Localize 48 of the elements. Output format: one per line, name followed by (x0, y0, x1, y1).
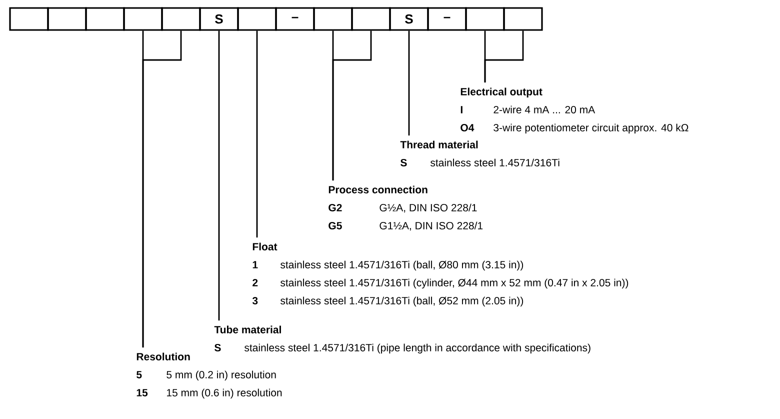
option-code: G5 (328, 222, 342, 230)
leader-line (256, 30, 258, 238)
section-heading: Tube material (214, 326, 281, 334)
leader-line (142, 30, 182, 348)
code-cell: S (199, 7, 239, 31)
option-code: 1 (252, 261, 258, 268)
option-code: 15 (136, 389, 148, 396)
option-description: 5 mm (0.2 in) resolution (166, 370, 276, 380)
leader-line (332, 30, 372, 180)
option-description: 3-wire potentiometer circuit approx. 40 kΩ (494, 124, 688, 134)
section-heading: Process connection (328, 186, 428, 194)
code-cell (123, 7, 163, 31)
code-cell: S (389, 7, 429, 31)
code-cell (503, 7, 543, 31)
option-code: G2 (328, 204, 342, 212)
code-cell (465, 7, 505, 31)
code-cell (9, 7, 49, 31)
option-description: stainless steel 1.4571/316Ti (ball, Ø52 mm (2.05 in)) (280, 296, 524, 306)
option-description: stainless steel 1.4571/316Ti (430, 158, 560, 166)
section-heading: Electrical output (460, 88, 542, 98)
option-code: 5 (136, 371, 142, 378)
option-code: S (400, 158, 407, 166)
code-cell: – (275, 7, 315, 31)
option-description: stainless steel 1.4571/316Ti (cylinder, Ø44 mm x 52 mm (0.47 in x 2.05 in)) (280, 278, 628, 288)
code-cell (47, 7, 87, 31)
option-description: stainless steel 1.4571/316Ti (ball, Ø80 mm (3.15 in)) (280, 260, 524, 270)
option-description: stainless steel 1.4571/316Ti (pipe length in accordance with specifications) (244, 344, 590, 354)
option-code: O4 (460, 124, 474, 132)
option-description: 15 mm (0.6 in) resolution (167, 388, 282, 398)
option-description: G1½A, DIN ISO 228/1 (380, 222, 483, 231)
leader-line (484, 30, 524, 82)
section-heading: Resolution (136, 352, 190, 360)
code-cell (85, 7, 125, 31)
option-code: 3 (252, 296, 258, 304)
code-cell: – (427, 7, 467, 31)
section-heading: Thread material (400, 140, 478, 148)
option-code: 2 (252, 278, 258, 286)
option-description: G½A, DIN ISO 228/1 (380, 204, 477, 213)
option-code: S (214, 344, 221, 352)
code-cell (351, 7, 391, 31)
option-code: I (460, 106, 462, 114)
leader-line (218, 30, 220, 320)
code-cell (161, 7, 201, 31)
section-heading: Float (252, 242, 278, 250)
code-cell (313, 7, 353, 31)
option-description: 2-wire 4 mA ... 20 mA (494, 106, 596, 114)
code-cell (237, 7, 277, 31)
leader-line (408, 30, 410, 136)
